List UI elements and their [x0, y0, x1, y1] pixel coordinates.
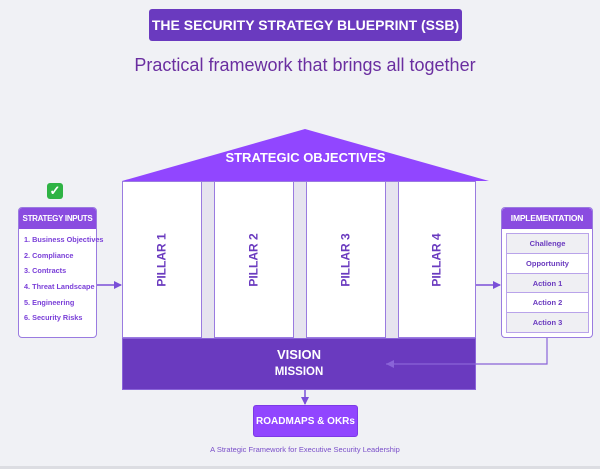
implementation-row: Action 2 — [506, 292, 589, 314]
list-item: 6. Security Risks — [24, 313, 83, 323]
implementation-row: Action 3 — [506, 312, 589, 333]
pillar-3: PILLAR 3 — [306, 181, 386, 338]
page-title: THE SECURITY STRATEGY BLUEPRINT (SSB) — [149, 9, 462, 41]
strategic-objectives-label: STRATEGIC OBJECTIVES — [225, 150, 386, 165]
vision-label: VISION — [276, 347, 322, 362]
roof — [122, 129, 489, 181]
pillar-4: PILLAR 4 — [398, 181, 476, 338]
strategy-inputs-panel: STRATEGY INPUTS 1. Business Objectives 2… — [18, 207, 104, 338]
implementation-row: Opportunity — [506, 252, 589, 274]
strategy-inputs-title: STRATEGY INPUTS — [19, 208, 96, 229]
list-item: 4. Threat Landscape — [24, 282, 95, 292]
pillar-2: PILLAR 2 — [214, 181, 294, 338]
check-mark-icon: ✓ — [47, 183, 63, 199]
implementation-row: Challenge — [506, 233, 589, 254]
footer-caption: A Strategic Framework for Executive Secu… — [210, 445, 400, 454]
page-subtitle: Practical framework that brings all toge… — [134, 55, 476, 75]
pillar-gap — [386, 181, 398, 338]
roadmaps-okrs-box: ROADMAPS & OKRs — [253, 405, 358, 437]
bottom-divider — [0, 466, 600, 469]
pillar-1: PILLAR 1 — [122, 181, 202, 338]
implementation-title: IMPLEMENTATION — [502, 208, 592, 229]
implementation-row: Action 1 — [506, 272, 589, 294]
mission-label: MISSION — [274, 366, 324, 378]
list-item: 5. Engineering — [24, 297, 75, 307]
list-item: 3. Contracts — [24, 266, 67, 276]
implementation-panel: IMPLEMENTATION Challenge Opportunity Act… — [501, 207, 593, 338]
list-item: 2. Compliance — [24, 250, 74, 260]
pillar-gap — [202, 181, 214, 338]
list-item: 1. Business Objectives — [24, 235, 104, 244]
pillar-gap — [294, 181, 306, 338]
strategy-inputs-list: 1. Business Objectives 2. Compliance 3. … — [19, 229, 104, 326]
